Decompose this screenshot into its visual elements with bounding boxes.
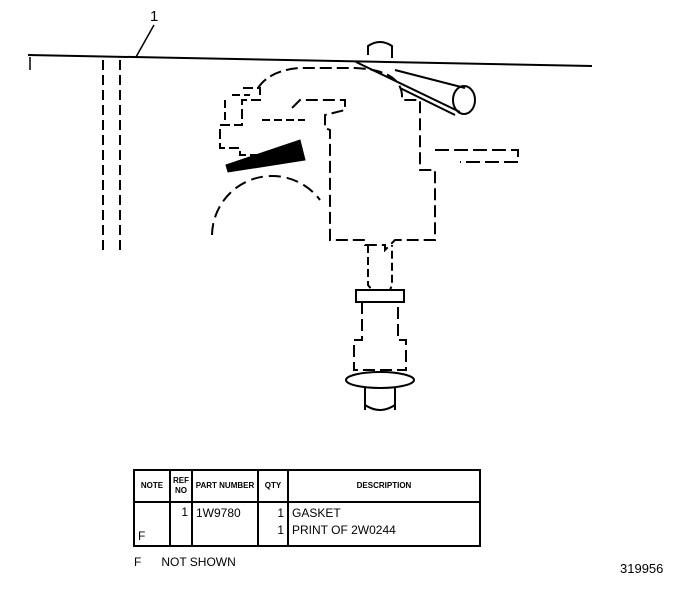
footnote-text: NOT SHOWN xyxy=(161,555,236,569)
left-bracket-inner xyxy=(224,94,305,121)
description-line-1: GASKET xyxy=(292,506,341,520)
callout-leader xyxy=(135,24,155,58)
lower-fitting xyxy=(355,289,405,303)
cell-description: GASKET PRINT OF 2W0244 xyxy=(287,502,481,547)
top-stud xyxy=(367,41,393,58)
header-ref-no: REF NO xyxy=(169,469,193,503)
lower-body xyxy=(353,302,407,371)
diagonal-bar-mid xyxy=(399,87,456,116)
header-part-number: PART NUMBER xyxy=(191,469,259,503)
gear-dashed-arc xyxy=(211,174,321,236)
diagonal-bar-lower xyxy=(394,69,466,89)
lower-flange xyxy=(345,371,415,389)
cell-note: F xyxy=(133,502,171,547)
left-bracket xyxy=(219,87,271,156)
crank-blade xyxy=(225,139,306,173)
qty-line-2: 1 xyxy=(277,523,284,537)
diagonal-bar-upper xyxy=(355,61,461,113)
cell-part-number: 1W9780 xyxy=(191,502,259,547)
part-number-line-2 xyxy=(196,522,254,539)
footnote: F NOT SHOWN xyxy=(134,555,256,569)
header-qty: QTY xyxy=(257,469,289,503)
header-note: NOTE xyxy=(133,469,171,503)
table-row: F 1 1W9780 1 1 GASKET PRINT OF 2W0244 xyxy=(133,502,481,547)
mounting-plate-line xyxy=(27,54,593,67)
table-header-row: NOTE REF NO PART NUMBER QTY DESCRIPTION xyxy=(133,469,481,503)
housing-outline xyxy=(257,67,436,253)
pin-round-end xyxy=(452,85,476,115)
header-description: DESCRIPTION xyxy=(287,469,481,503)
qty-line-1: 1 xyxy=(277,506,284,520)
lower-pipe xyxy=(364,388,396,411)
right-rod xyxy=(435,149,519,163)
stem-dashed xyxy=(367,245,393,291)
footnote-code: F xyxy=(134,555,142,569)
callout-number: 1 xyxy=(150,8,159,25)
parts-table: NOTE REF NO PART NUMBER QTY DESCRIPTION … xyxy=(133,469,481,547)
cell-ref-no: 1 xyxy=(169,502,193,547)
illustration-number: 319956 xyxy=(620,561,664,576)
cell-qty: 1 1 xyxy=(257,502,289,547)
part-number-line-1: 1W9780 xyxy=(196,506,241,520)
description-line-2: PRINT OF 2W0244 xyxy=(292,523,396,537)
